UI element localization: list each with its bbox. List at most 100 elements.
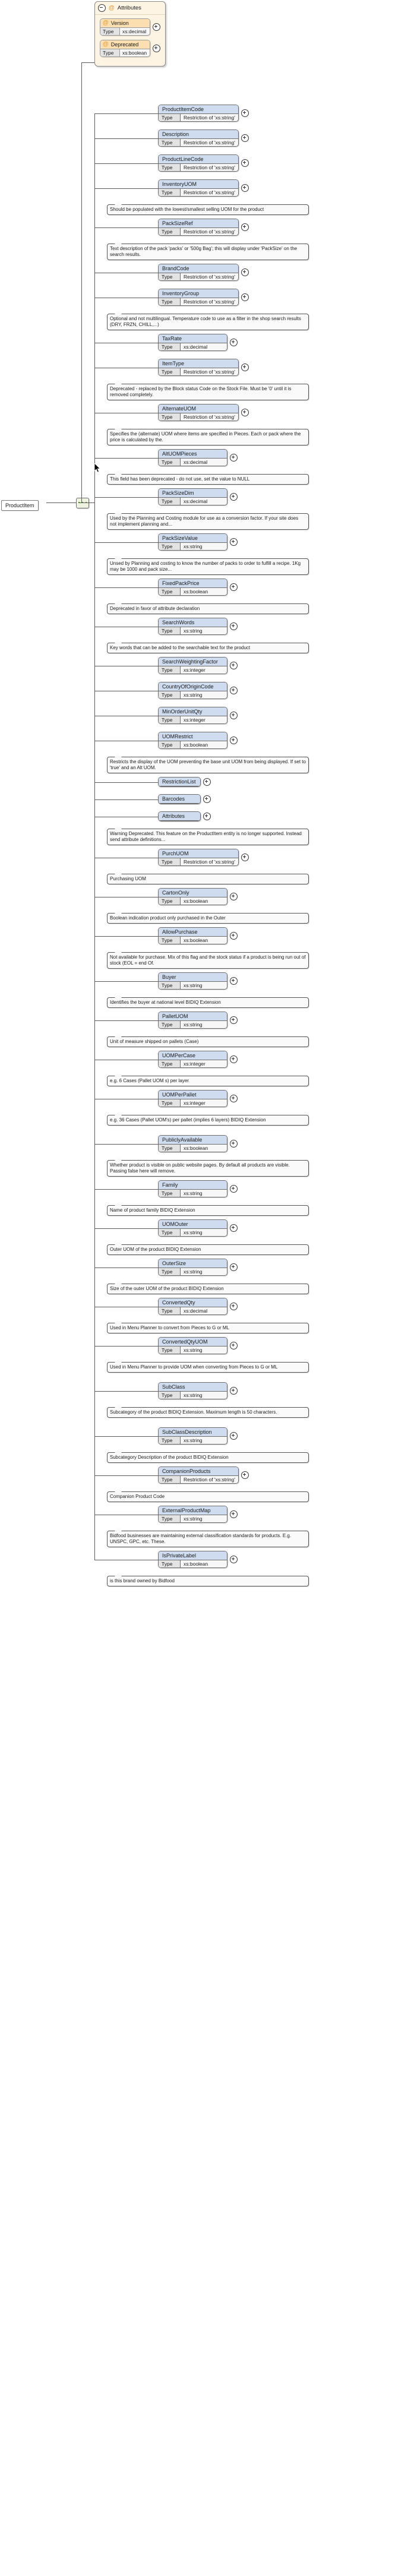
expand-icon[interactable] (230, 1095, 238, 1102)
documentation-note: Deprecated - replaced by the Block statu… (107, 380, 309, 400)
expand-icon[interactable] (230, 454, 238, 462)
expand-icon[interactable] (230, 1224, 238, 1232)
expand-icon[interactable] (241, 854, 249, 861)
root-element-productitem[interactable]: ProductItem (1, 500, 39, 511)
expand-icon[interactable] (230, 1510, 238, 1518)
expand-icon[interactable] (230, 1342, 238, 1349)
documentation-note: Subcategory of the product BIDIQ Extensi… (107, 1404, 309, 1418)
type-value: xs:integer (184, 667, 206, 673)
expand-icon[interactable] (241, 364, 249, 371)
expand-icon[interactable] (230, 1016, 238, 1024)
element-node[interactable]: Barcodes (158, 794, 211, 804)
expand-icon[interactable] (230, 1387, 238, 1395)
expand-icon[interactable] (230, 1263, 238, 1271)
expand-icon[interactable] (203, 778, 211, 786)
expand-icon[interactable] (230, 1140, 238, 1148)
expand-icon[interactable] (230, 493, 238, 501)
expand-icon[interactable] (241, 109, 249, 117)
expand-icon[interactable] (203, 813, 211, 820)
expand-icon[interactable] (230, 1185, 238, 1193)
expand-icon[interactable] (230, 1303, 238, 1310)
expand-icon[interactable] (241, 184, 249, 192)
expand-icon[interactable] (241, 268, 249, 276)
expand-icon[interactable] (153, 45, 160, 52)
expand-icon[interactable] (230, 687, 238, 694)
expand-icon[interactable] (230, 1432, 238, 1440)
expand-icon[interactable] (230, 538, 238, 546)
expand-icon[interactable] (230, 893, 238, 900)
expand-icon[interactable] (230, 712, 238, 719)
attribute-name: Version (110, 20, 129, 26)
expand-icon[interactable] (230, 932, 238, 940)
expand-icon[interactable] (230, 1556, 238, 1563)
attributes-group-header[interactable]: @ Attributes (95, 2, 165, 15)
expand-icon[interactable] (230, 622, 238, 630)
root-element-label: ProductItem (5, 502, 34, 508)
type-value: xs:decimal (184, 344, 208, 350)
element-node[interactable]: RestrictionList (158, 777, 211, 787)
element-node[interactable]: Attributes (158, 811, 211, 821)
expand-icon[interactable] (230, 583, 238, 591)
type-value: xs:string (184, 1229, 203, 1235)
expand-icon[interactable] (241, 1471, 249, 1479)
sequence-compositor[interactable] (76, 498, 89, 508)
expand-icon[interactable] (241, 134, 249, 142)
expand-icon[interactable] (153, 23, 160, 31)
expand-icon[interactable] (241, 293, 249, 301)
callout-nub (115, 1280, 122, 1284)
expand-icon[interactable] (230, 977, 238, 985)
callout-nub (115, 310, 122, 314)
documentation-note: Size of the outer UOM of the product BID… (107, 1280, 309, 1294)
expand-icon[interactable] (230, 662, 238, 669)
expand-icon[interactable] (241, 223, 249, 231)
expand-icon[interactable] (230, 339, 238, 346)
element-name: ProductItemCode (159, 105, 238, 114)
callout-nub (115, 1202, 122, 1206)
expand-icon[interactable] (203, 795, 211, 803)
expand-icon[interactable] (230, 737, 238, 744)
expand-icon[interactable] (241, 409, 249, 416)
expand-icon[interactable] (241, 159, 249, 167)
expand-icon[interactable] (230, 1055, 238, 1063)
minus-icon[interactable] (98, 4, 106, 12)
